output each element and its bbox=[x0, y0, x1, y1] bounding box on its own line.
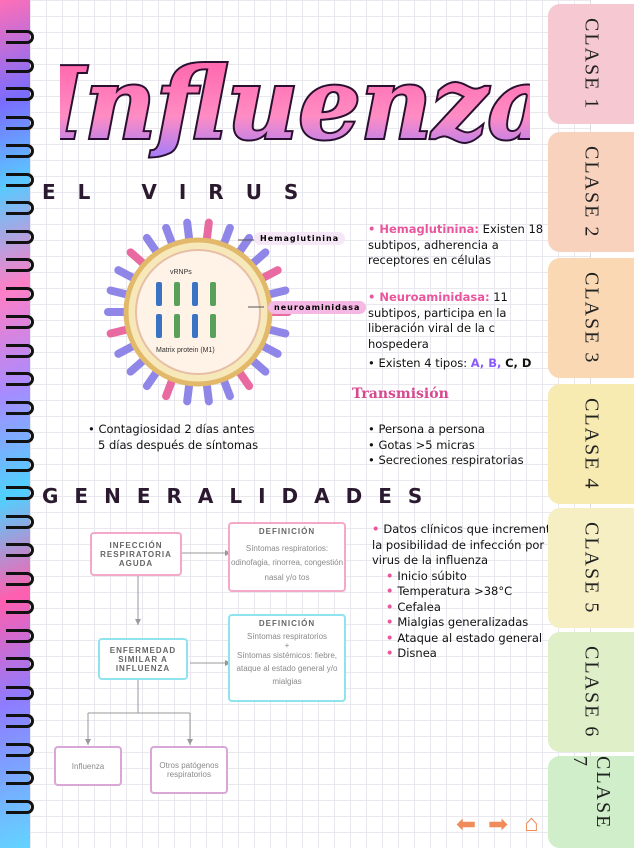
tab-clase-3[interactable]: CLASE 3 bbox=[548, 258, 634, 378]
clinicos-intro: Datos clínicos que incrementan la posibi… bbox=[372, 522, 565, 568]
label-hemaglutinina: Hemaglutinina bbox=[254, 232, 346, 245]
spiral-ring bbox=[6, 771, 34, 785]
tab-clase-5[interactable]: CLASE 5 bbox=[548, 508, 634, 628]
home-icon[interactable]: ⌂ bbox=[524, 810, 539, 837]
spiral-ring bbox=[6, 685, 34, 700]
tab-label: CLASE 4 bbox=[580, 397, 603, 491]
tab-clase-1[interactable]: CLASE 1 bbox=[548, 4, 634, 124]
tab-clase-4[interactable]: CLASE 4 bbox=[548, 384, 634, 504]
spiral-ring bbox=[6, 799, 34, 814]
tipos-prefix: Existen 4 tipos: bbox=[378, 356, 468, 370]
note-hemaglutinina: • Hemaglutinina: Existen 18 subtipos, ad… bbox=[368, 222, 544, 268]
vrnp-segments bbox=[156, 282, 216, 338]
spiral-ring bbox=[6, 87, 34, 101]
spiral-ring bbox=[6, 315, 34, 329]
spiral-ring bbox=[6, 742, 34, 757]
box-definicion-2: DEFINICIÓN Síntomas respiratorios + Sínt… bbox=[228, 614, 346, 702]
tab-label: CLASE 2 bbox=[580, 145, 603, 239]
title-text: Influenza bbox=[60, 47, 530, 162]
tab-label: CLASE 6 bbox=[580, 645, 603, 739]
spiral-ring bbox=[6, 429, 34, 443]
tipos-ab: A, B, bbox=[470, 356, 502, 370]
spiral-ring bbox=[6, 58, 34, 73]
spiral-ring bbox=[6, 115, 34, 130]
transmision-list: • Persona a persona • Gotas >5 micras • … bbox=[368, 422, 548, 469]
clinicos-item: • Temperatura >38°C bbox=[386, 584, 513, 599]
neura-text: 11 subtipos, participa en la liberación … bbox=[368, 290, 508, 351]
virus-diagram: vRNPs Matrix protein (M1) bbox=[104, 218, 292, 406]
spiral-ring bbox=[6, 600, 34, 614]
hemag-text: Existen 18 subtipos, adherencia a recept… bbox=[368, 222, 544, 268]
spiral-ring bbox=[6, 571, 34, 586]
spiral-ring bbox=[6, 343, 34, 358]
vrnps-label: vRNPs bbox=[170, 269, 192, 276]
transmision-item: • Secreciones respiratorias bbox=[368, 453, 524, 468]
section-generalidades: GENERALIDADES bbox=[42, 484, 439, 508]
spiral-ring bbox=[6, 30, 34, 44]
spiral-ring bbox=[6, 144, 34, 158]
transmision-item: • Persona a persona bbox=[368, 422, 485, 436]
spiral-ring bbox=[6, 514, 34, 529]
note-neuroaminidasa: • Neuroaminidasa: 11 subtipos, participa… bbox=[368, 290, 508, 351]
spiral-ring bbox=[6, 201, 34, 215]
title-influenza: Influenza bbox=[60, 45, 530, 164]
clinicos-item: • Disnea bbox=[386, 646, 437, 661]
box-definicion-1: DEFINICIÓN Síntomas respiratorios: odino… bbox=[228, 522, 346, 592]
spiral-ring bbox=[6, 657, 34, 671]
spiral-ring bbox=[6, 172, 34, 187]
tab-clase-7[interactable]: CLASE 7 bbox=[548, 756, 634, 848]
matrix-label: Matrix protein (M1) bbox=[156, 347, 215, 354]
label-neuroaminidasa: neuroaminidasa bbox=[268, 301, 367, 314]
clinicos-item: • Ataque al estado general bbox=[386, 630, 543, 645]
tab-label: CLASE 1 bbox=[580, 17, 603, 111]
spiral-ring bbox=[6, 229, 34, 244]
box-esi: ENFERMEDAD SIMILAR A INFLUENZA bbox=[98, 638, 188, 680]
arrow-right-icon[interactable]: ➡ bbox=[488, 811, 509, 838]
transmision-title: Transmisión bbox=[352, 386, 449, 402]
spiral-ring bbox=[6, 714, 34, 728]
marble-edge bbox=[0, 0, 30, 848]
tab-clase-2[interactable]: CLASE 2 bbox=[548, 132, 634, 252]
notebook-page bbox=[30, 0, 591, 848]
spiral-ring bbox=[6, 628, 34, 643]
clinicos-item: • Cefalea bbox=[386, 599, 441, 614]
spiral-ring bbox=[6, 486, 34, 500]
contagio-line-1: Contagiosidad 2 días antes bbox=[98, 422, 255, 436]
box-influenza: Influenza bbox=[54, 746, 122, 786]
arrow-left-icon[interactable]: ⬅ bbox=[456, 811, 477, 838]
spiral-ring bbox=[6, 543, 34, 557]
datos-clinicos: • Datos clínicos que incrementan la posi… bbox=[372, 522, 572, 662]
spiral-ring bbox=[6, 400, 34, 415]
contagio-line-2: 5 días después de síntomas bbox=[98, 437, 259, 452]
contagiosidad-note: • Contagiosidad 2 días antes 5 días desp… bbox=[88, 422, 288, 453]
tab-clase-6[interactable]: CLASE 6 bbox=[548, 632, 634, 752]
tab-label: CLASE 7 bbox=[569, 756, 614, 830]
box-otros: Otros patógenos respiratorios bbox=[150, 746, 228, 794]
tipos-cd: C, D bbox=[505, 356, 532, 370]
spiral-ring bbox=[6, 457, 34, 472]
section-el-virus: EL VIRUS bbox=[42, 180, 321, 204]
hemag-title: Hemaglutinina: bbox=[379, 222, 480, 236]
note-tipos: • Existen 4 tipos: A, B, C, D bbox=[368, 356, 532, 370]
tab-label: CLASE 5 bbox=[580, 521, 603, 615]
clinicos-item: • Inicio súbito bbox=[386, 568, 467, 583]
tab-label: CLASE 3 bbox=[580, 271, 603, 365]
neura-title: Neuroaminidasa: bbox=[379, 290, 490, 304]
transmision-item: • Gotas >5 micras bbox=[368, 437, 475, 452]
spiral-ring bbox=[6, 372, 34, 386]
spiral-ring bbox=[6, 258, 34, 272]
clinicos-item: • Mialgias generalizadas bbox=[386, 615, 529, 630]
spiral-ring bbox=[6, 286, 34, 301]
box-ira: INFECCIÓN RESPIRATORIA AGUDA bbox=[90, 532, 182, 576]
